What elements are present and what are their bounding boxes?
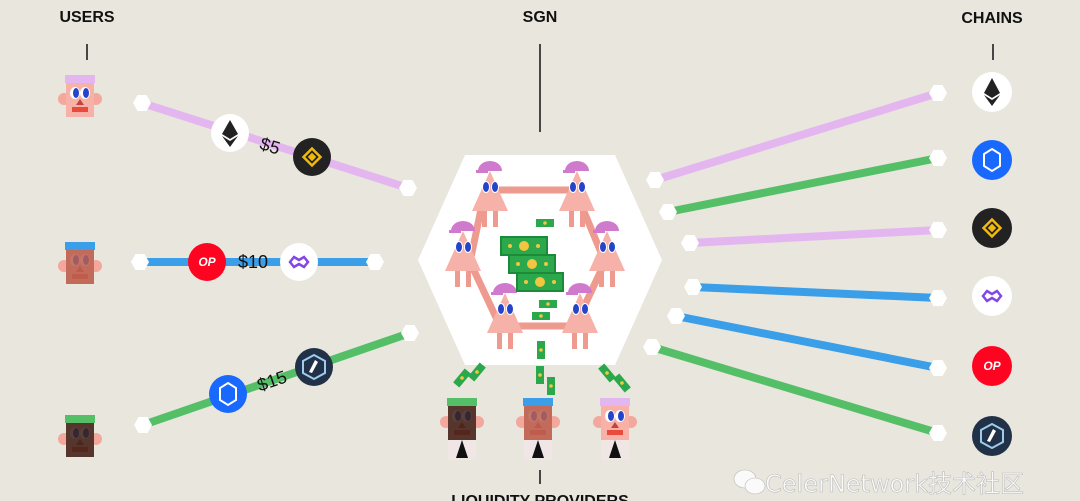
amount-label: $10 (238, 252, 268, 272)
lp-avatar-1 (440, 398, 484, 460)
liquidity-providers (440, 341, 637, 460)
chain-optimism: OP (972, 346, 1012, 386)
op-icon: OP (188, 243, 226, 281)
user-avatar-2 (58, 242, 102, 284)
bnb-icon (293, 138, 331, 176)
lp-avatar-3 (593, 398, 637, 460)
sgn-label: SGN (523, 9, 558, 26)
ethereum-icon (211, 114, 249, 152)
liquidity-providers-label: LIQUIDITY PROVIDERS (451, 493, 629, 501)
chains-label: CHAINS (961, 10, 1023, 27)
users-label: USERS (59, 9, 114, 26)
arbitrum-icon (295, 348, 333, 386)
transfer-user-3: $15 (134, 325, 419, 433)
transfer-user-2: OP $10 (131, 243, 384, 281)
fantom-icon (209, 375, 247, 413)
chain-fantom (972, 140, 1012, 180)
watermark: CelerNetwork技术社区 (733, 469, 1024, 498)
chain-bnb (972, 208, 1012, 248)
chain-lines (643, 85, 947, 441)
user-avatar-1 (58, 75, 102, 117)
watermark-text: CelerNetwork技术社区 (765, 470, 1024, 498)
wechat-icon (733, 469, 766, 495)
chain-arbitrum (972, 416, 1012, 456)
amount-label: $5 (257, 134, 282, 159)
sgn-hexagon (418, 155, 662, 365)
chain-polygon (972, 276, 1012, 316)
chain-ethereum (972, 72, 1012, 112)
polygon-icon (280, 243, 318, 281)
svg-text:OP: OP (198, 255, 216, 269)
svg-text:OP: OP (983, 359, 1001, 373)
transfer-user-1: $5 (133, 95, 417, 196)
user-avatar-3 (58, 415, 102, 457)
lp-avatar-2 (516, 398, 560, 460)
amount-label: $15 (255, 367, 290, 396)
